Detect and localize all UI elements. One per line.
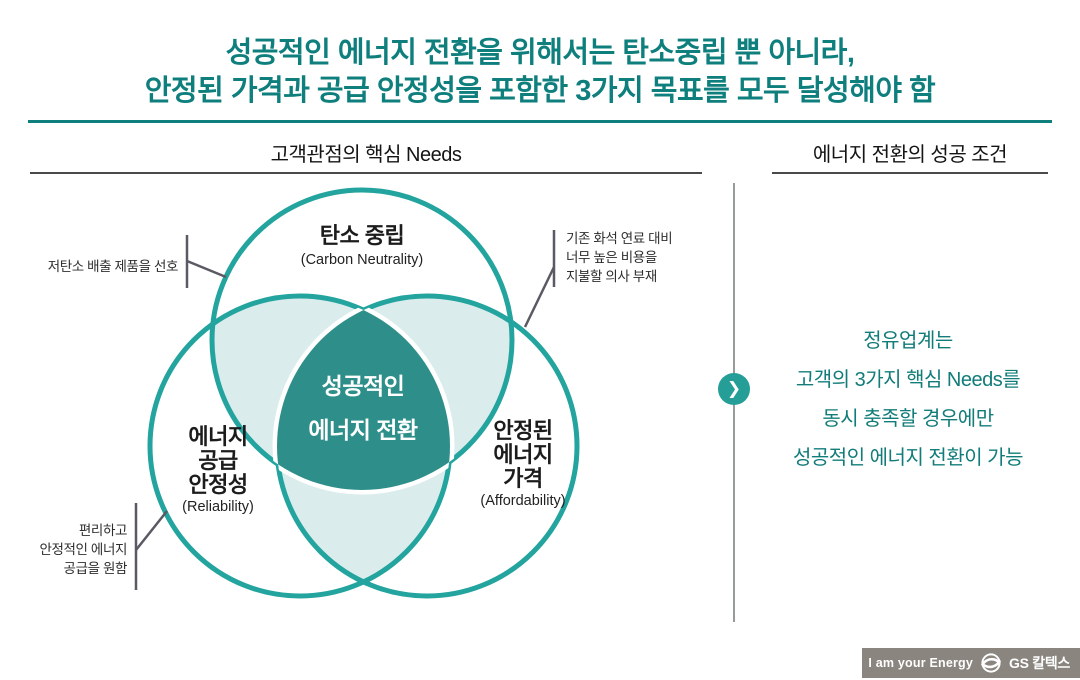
venn-diagram: 탄소 중립 (Carbon Neutrality) 에너지 공급 안정성 (Re… (40, 187, 673, 599)
carbon-circle-sublabel: (Carbon Neutrality) (301, 252, 424, 268)
left-section-header: 고객관점의 핵심 Needs (270, 144, 462, 166)
chevron-right-icon: ❯ (726, 379, 742, 398)
affordability-label-line-3: 가격 (503, 466, 542, 491)
annotation-price-concern: 기존 화석 연료 대비 너무 높은 비용을 지불할 의사 부재 (523, 230, 673, 328)
annotation-supply-line-3: 공급을 원함 (64, 561, 127, 576)
conclusion-line-3: 동시 충족할 경우에만 (822, 408, 994, 430)
conclusion-text: 정유업계는 고객의 3가지 핵심 Needs를 동시 충족할 경우에만 성공적인… (768, 322, 1048, 478)
annotation-supply-line-1: 편리하고 (79, 523, 127, 538)
gs-caltex-logo-icon (981, 653, 1001, 673)
affordability-sublabel: (Affordability) (480, 493, 565, 509)
annotation-leader-line (523, 266, 556, 328)
annotation-leader-line (135, 510, 168, 551)
left-header-underline (30, 172, 702, 174)
reliability-label-line-1: 에너지 (188, 424, 247, 449)
annotation-supply-line-2: 안정적인 에너지 (40, 542, 128, 557)
slide-title: 성공적인 에너지 전환을 위해서는 탄소중립 뿐 아니라, 안정된 가격과 공급… (0, 34, 1080, 110)
center-label-line-1: 성공적인 (322, 373, 405, 399)
slide-title-line-2: 안정된 가격과 공급 안정성을 포함한 3가지 목표를 모두 달성해야 함 (144, 75, 936, 107)
chevron-badge: ❯ (718, 373, 750, 405)
annotation-leader-line (186, 259, 227, 279)
right-header-underline (772, 172, 1048, 174)
conclusion-line-2: 고객의 3가지 핵심 Needs를 (795, 369, 1021, 391)
center-label-line-2: 에너지 전환 (308, 417, 418, 443)
right-section-header: 에너지 전환의 성공 조건 (812, 144, 1008, 166)
affordability-label-line-2: 에너지 (493, 442, 552, 467)
reliability-sublabel: (Reliability) (182, 499, 254, 515)
reliability-label-line-2: 공급 (198, 448, 238, 473)
reliability-label-line-3: 안정성 (188, 472, 247, 497)
annotation-carbon-preference: 저탄소 배출 제품을 선호 (48, 235, 227, 288)
footer-slogan: I am your Energy (868, 656, 974, 670)
affordability-label-line-1: 안정된 (493, 418, 552, 443)
annotation-price-line-3: 지불할 의사 부재 (566, 269, 657, 284)
annotation-supply-wish: 편리하고 안정적인 에너지 공급을 원함 (40, 503, 168, 590)
conclusion-line-4: 성공적인 에너지 전환이 가능 (793, 447, 1023, 469)
footer-brand: GS 칼텍스 (1009, 655, 1070, 671)
slide-title-line-1: 성공적인 에너지 전환을 위해서는 탄소중립 뿐 아니라, (225, 37, 855, 69)
carbon-circle-label: 탄소 중립 (320, 223, 405, 248)
center-region (277, 296, 450, 490)
annotation-price-line-1: 기존 화석 연료 대비 (566, 231, 672, 246)
annotation-price-line-2: 너무 높은 비용을 (566, 250, 657, 265)
annotation-carbon-text: 저탄소 배출 제품을 선호 (48, 259, 178, 274)
conclusion-line-1: 정유업계는 (863, 330, 953, 352)
footer-brand-bar: I am your Energy GS 칼텍스 (862, 648, 1080, 678)
title-divider-rule (28, 120, 1052, 123)
